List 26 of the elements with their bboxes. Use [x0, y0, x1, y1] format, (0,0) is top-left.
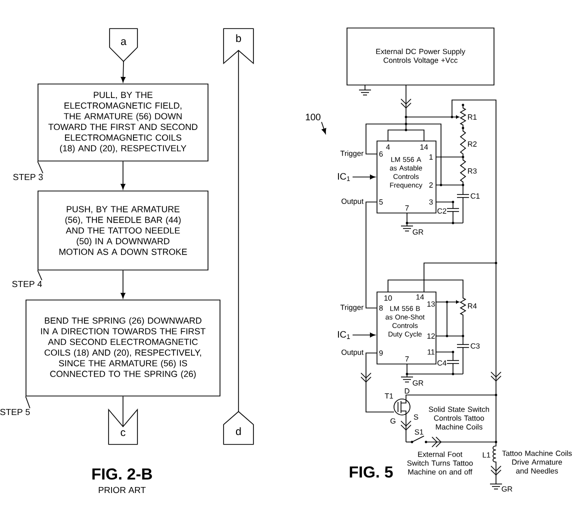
chip-label: IC$_{1}$ — [338, 173, 350, 181]
leader-line — [37, 270, 42, 281]
off-page-connector: d — [223, 411, 254, 445]
figure-title: FIG. 5 — [350, 466, 393, 478]
figure-note: PRIOR ART — [98, 486, 146, 494]
step-label: STEP 3 — [13, 174, 43, 180]
off-page-connector: b — [223, 28, 254, 64]
step-label: STEP 4 — [12, 280, 42, 288]
reference-number: 100 — [306, 114, 320, 120]
figure-title: FIG. 2-B — [92, 468, 152, 480]
leader-line — [25, 396, 30, 409]
process-box: PUSH, BY THE ARMATURE (56), THE NEEDLE BAR (44) AND THE TATTOO NEEDLE (50) IN A DOWNWARD MOTION AS A DOWN STROKE — [38, 190, 208, 270]
off-page-connector: c — [108, 408, 138, 445]
step-label: STEP 5 — [0, 408, 30, 416]
arrow — [120, 61, 126, 82]
leader-line — [37, 161, 44, 174]
process-box: PULL, BY THE ELECTROMAGNETIC FIELD, THE ARMATURE (56) DOWN TOWARD THE FIRST AND SECOND ELECTROMAGNETIC COILS (18) AND (20), RESPECTIVELY — [38, 84, 208, 162]
leader-arrow — [352, 332, 376, 338]
chip-label: IC$_{1}$ — [338, 331, 350, 339]
leader-arrow — [321, 122, 326, 134]
wire — [366, 202, 377, 308]
process-box: BEND THE SPRING (26) DOWNWARD IN A DIRECTION TOWARDS THE FIRST AND SECOND ELECTROMAGNETIC COILS (18) AND (20), RESPECTIVELY, SINCE THE ARMATURE (56) IS CONNECTED TO THE SPRING (26) — [26, 300, 220, 396]
off-page-connector: a — [109, 28, 138, 62]
arrow — [120, 270, 126, 298]
leader-arrow — [352, 174, 376, 180]
arrow — [120, 161, 126, 190]
